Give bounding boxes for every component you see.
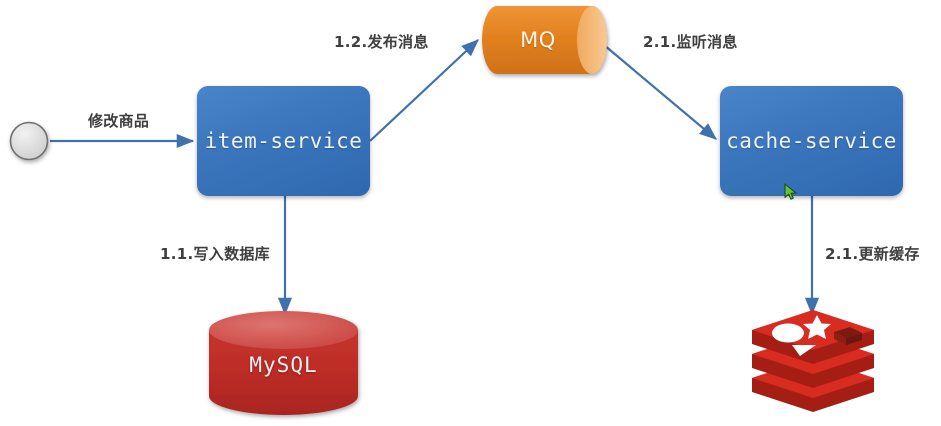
edge-label-write-database: 1.1.写入数据库: [160, 245, 270, 263]
redis-star-glyph: [803, 315, 831, 339]
mysql-label-wrap: MySQL: [209, 336, 358, 394]
redis-ellipse-glyph: [772, 323, 804, 343]
node-item-service[interactable]: item-service: [197, 86, 370, 196]
edge-label-listen-message: 2.1.监听消息: [643, 33, 738, 51]
mysql-label: MySQL: [249, 353, 318, 377]
cache-service-label: cache-service: [726, 129, 897, 153]
node-start-circle[interactable]: [9, 121, 49, 161]
node-redis-logo[interactable]: [752, 310, 874, 412]
redis-cube-glyph: [834, 327, 862, 338]
node-mysql[interactable]: [209, 311, 358, 415]
node-mq[interactable]: [482, 6, 607, 74]
edge-item-service-to-mq: [369, 39, 479, 142]
edge-label-modify-product: 修改商品: [88, 112, 150, 130]
mq-label-wrap: MQ: [482, 6, 594, 74]
edge-label-publish-message: 1.2.发布消息: [334, 33, 429, 51]
edge-label-update-cache: 2.1.更新缓存: [825, 245, 920, 263]
item-service-label: item-service: [204, 129, 363, 153]
mq-label: MQ: [520, 28, 556, 52]
node-cache-service[interactable]: cache-service: [720, 86, 903, 196]
edge-mq-to-cache-service: [603, 44, 718, 140]
redis-triangle-glyph: [792, 345, 816, 356]
